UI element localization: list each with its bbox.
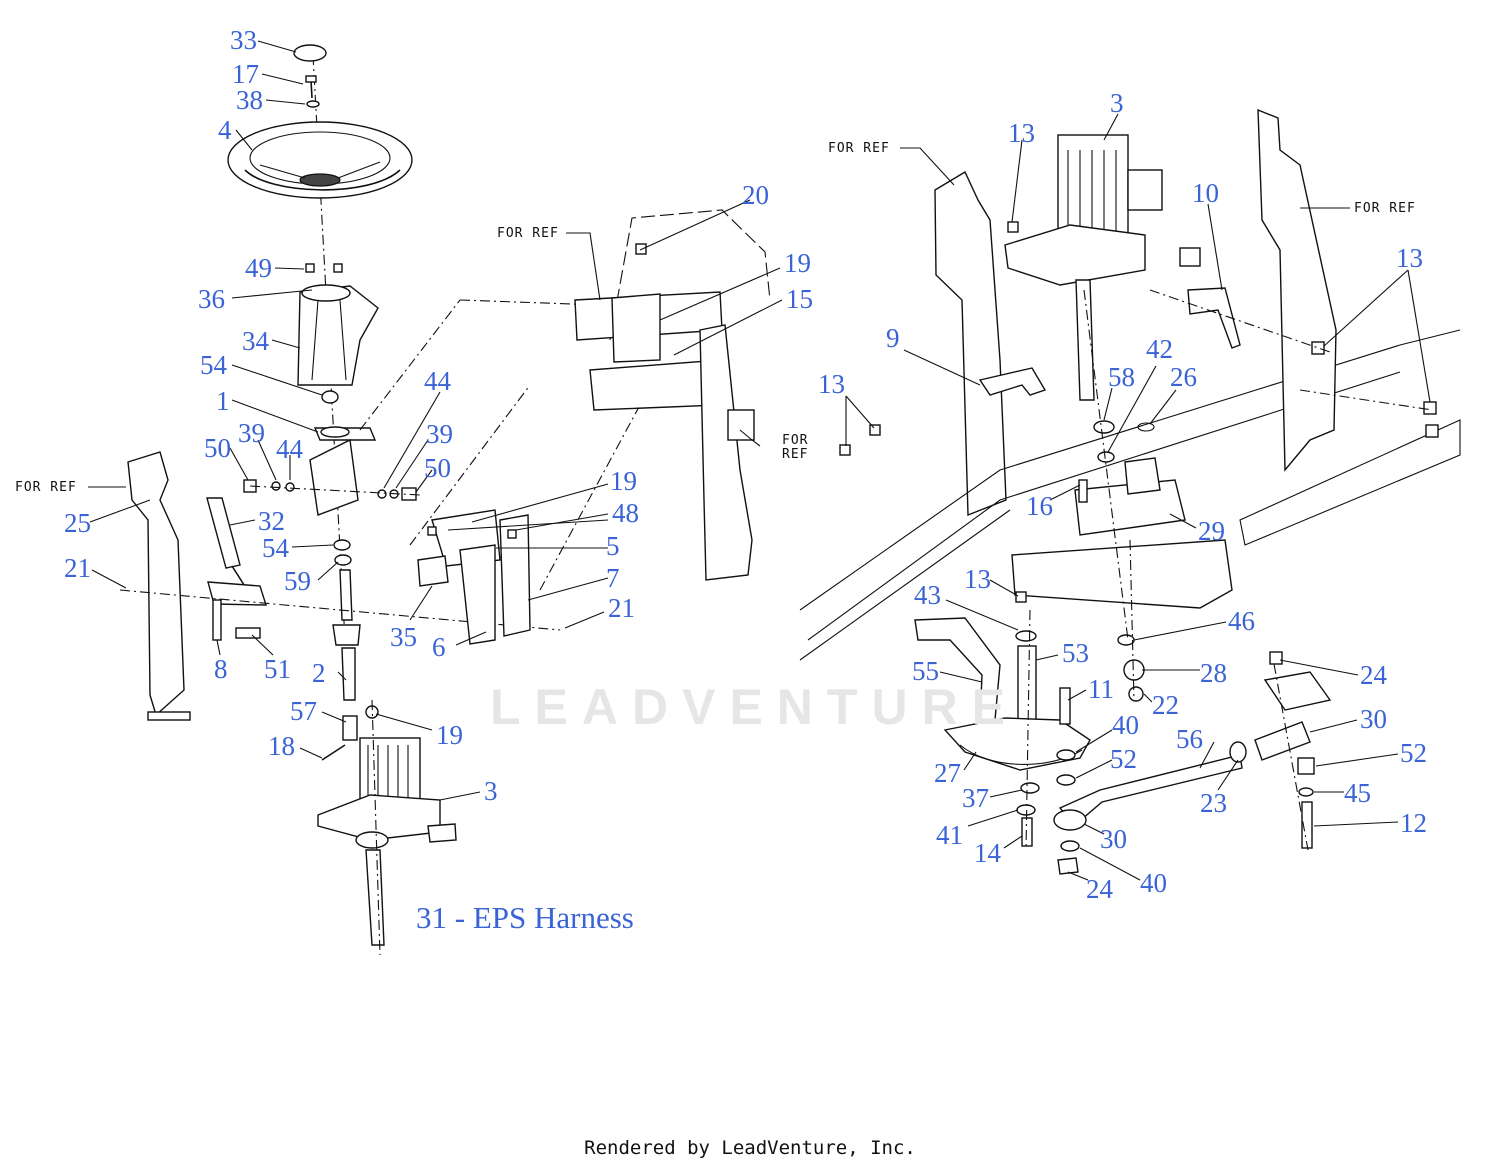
- callout-14: 14: [974, 838, 1001, 868]
- callout-41: 41: [936, 820, 963, 850]
- callout-38: 38: [236, 85, 263, 115]
- callout-13-top: 13: [1008, 118, 1035, 148]
- callout-3-upper: 3: [1110, 88, 1124, 118]
- callout-30-upper: 30: [1360, 704, 1387, 734]
- leader-lines: [88, 40, 1431, 881]
- callout-34: 34: [242, 326, 269, 356]
- callout-13-left: 13: [818, 369, 845, 399]
- callout-39-left: 39: [238, 418, 265, 448]
- callout-20: 20: [742, 180, 769, 210]
- callout-44-left: 44: [276, 434, 303, 464]
- callout-59: 59: [284, 566, 311, 596]
- callout-32: 32: [258, 506, 285, 536]
- eps-gear-assembly: [799, 108, 1461, 875]
- callout-18: 18: [268, 731, 295, 761]
- callout-29: 29: [1198, 516, 1225, 546]
- callout-35: 35: [390, 622, 417, 652]
- callout-54-lower: 54: [262, 533, 289, 563]
- callout-58: 58: [1108, 362, 1135, 392]
- callout-7: 7: [606, 563, 620, 593]
- callout-1: 1: [216, 386, 230, 416]
- for-ref-label-right-right-frame: FOR REF: [1354, 201, 1416, 216]
- for-ref-label-right-left-frame: FOR REF: [828, 141, 890, 156]
- for-ref-label-dash-side-1: FOR: [782, 433, 809, 448]
- callout-52-right: 52: [1400, 738, 1427, 768]
- callout-40-lower: 40: [1140, 868, 1167, 898]
- callout-52-left: 52: [1110, 744, 1137, 774]
- rendered-by-footer: Rendered by LeadVenture, Inc.: [584, 1137, 916, 1159]
- callout-30-lower: 30: [1100, 824, 1127, 854]
- for-ref-label-dash-side-2: REF: [782, 447, 809, 462]
- callout-33: 33: [230, 25, 257, 55]
- callout-4: 4: [218, 115, 232, 145]
- callout-21-left: 21: [64, 553, 91, 583]
- callout-10: 10: [1192, 178, 1219, 208]
- callout-17: 17: [232, 59, 259, 89]
- callout-11: 11: [1088, 674, 1114, 704]
- callout-21-right: 21: [608, 593, 635, 623]
- callout-27: 27: [934, 758, 961, 788]
- callout-6: 6: [432, 632, 446, 662]
- callout-26: 26: [1170, 362, 1197, 392]
- for-ref-label-left-frame: FOR REF: [15, 480, 77, 495]
- callout-3-lower: 3: [484, 776, 498, 806]
- callout-24-upper: 24: [1360, 660, 1387, 690]
- callout-43: 43: [914, 580, 941, 610]
- callout-13-right: 13: [1396, 243, 1423, 273]
- callout-2: 2: [312, 658, 326, 688]
- callout-44-right: 44: [424, 366, 451, 396]
- callout-36: 36: [198, 284, 225, 314]
- callout-53: 53: [1062, 638, 1089, 668]
- callout-48: 48: [612, 498, 639, 528]
- callout-57: 57: [290, 696, 317, 726]
- steering-column-assembly: [119, 44, 771, 956]
- callout-19-middle: 19: [610, 466, 637, 496]
- callout-19-lower: 19: [436, 720, 463, 750]
- callout-37: 37: [962, 783, 989, 813]
- callout-40-upper: 40: [1112, 710, 1139, 740]
- callout-13-lower: 13: [964, 564, 991, 594]
- callout-16: 16: [1026, 491, 1053, 521]
- callout-23: 23: [1200, 788, 1227, 818]
- callout-25: 25: [64, 508, 91, 538]
- callout-12: 12: [1400, 808, 1427, 838]
- eps-harness-note: 31 - EPS Harness: [416, 900, 634, 935]
- callout-50-right: 50: [424, 453, 451, 483]
- watermark-text: LEADVENTURE: [490, 679, 1020, 735]
- callout-51: 51: [264, 654, 291, 684]
- callout-46: 46: [1228, 606, 1255, 636]
- callout-22: 22: [1152, 690, 1179, 720]
- callout-45: 45: [1344, 778, 1371, 808]
- callout-28: 28: [1200, 658, 1227, 688]
- callout-49: 49: [245, 253, 272, 283]
- callout-5: 5: [606, 531, 620, 561]
- callout-15: 15: [786, 284, 813, 314]
- callout-55: 55: [912, 656, 939, 686]
- callout-39-right: 39: [426, 419, 453, 449]
- callout-42: 42: [1146, 334, 1173, 364]
- callout-56: 56: [1176, 724, 1203, 754]
- callout-50-left: 50: [204, 433, 231, 463]
- callout-8: 8: [214, 654, 228, 684]
- callout-19-upper: 19: [784, 248, 811, 278]
- callout-54-upper: 54: [200, 350, 227, 380]
- for-ref-label-upper-bracket: FOR REF: [497, 226, 559, 241]
- callout-24-lower: 24: [1086, 874, 1113, 904]
- callout-9: 9: [886, 323, 900, 353]
